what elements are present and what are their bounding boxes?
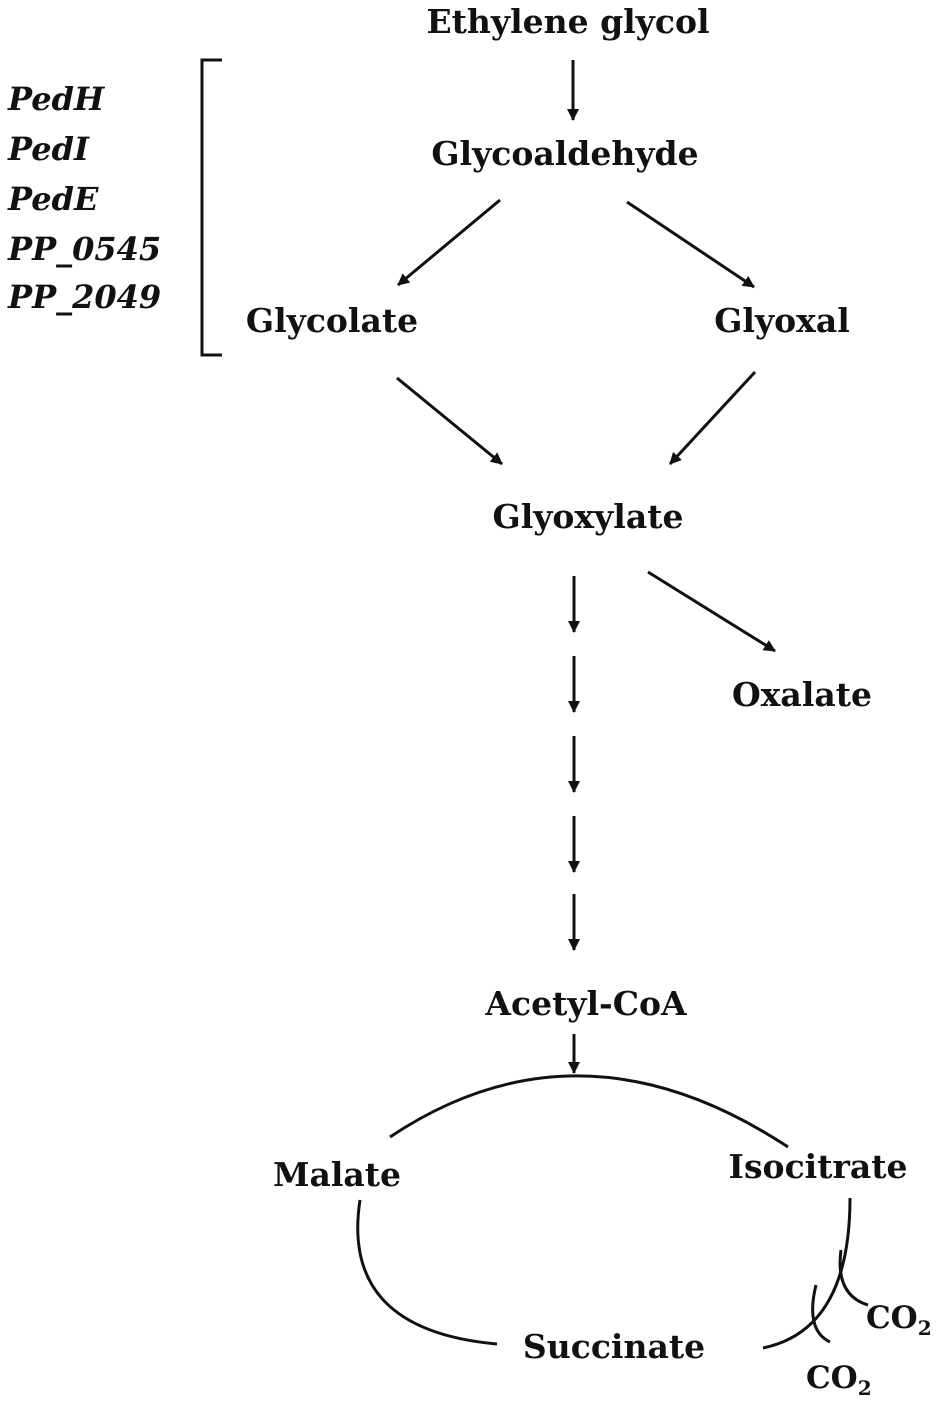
label-succinate: Succinate [523, 1327, 705, 1366]
label-glyoxylate: Glyoxylate [493, 497, 684, 536]
cycle-arc-top [389, 1074, 789, 1149]
label-malate: Malate [273, 1155, 401, 1194]
co2-label-lower: CO2 [806, 1360, 872, 1400]
co2-label-upper: CO2 [866, 1300, 932, 1340]
enzyme-pp-2049: PP_2049 [7, 278, 161, 316]
label-ethylene-glycol: Ethylene glycol [427, 2, 710, 41]
label-glycolate: Glycolate [246, 301, 418, 340]
label-acetyl-coa: Acetyl-CoA [484, 984, 687, 1023]
label-glyoxal: Glyoxal [714, 301, 850, 340]
label-oxalate: Oxalate [732, 675, 872, 714]
enzyme-pedh: PedH [7, 80, 106, 118]
co2-branch-lower [811, 1284, 831, 1344]
label-glycoaldehyde: Glycoaldehyde [431, 134, 698, 173]
enzyme-pp-0545: PP_0545 [7, 230, 161, 268]
arrow-glycoaldehyde-to-glycolate [397, 198, 501, 287]
arrow-glycoaldehyde-to-glyoxal [626, 200, 755, 289]
enzyme-pede: PedE [7, 180, 99, 218]
arrow-glycolate-to-glyoxylate [396, 376, 503, 466]
label-isocitrate: Isocitrate [729, 1147, 908, 1186]
enzyme-pedi: PedI [7, 130, 90, 168]
co2-branch-upper [838, 1249, 869, 1307]
arrow-glyoxylate-to-oxalate [647, 570, 776, 653]
cycle-arc-right [762, 1197, 852, 1350]
enzyme-bracket [200, 58, 222, 357]
cycle-arc-left [356, 1199, 498, 1346]
arrow-glyoxal-to-glyoxylate [668, 370, 757, 466]
